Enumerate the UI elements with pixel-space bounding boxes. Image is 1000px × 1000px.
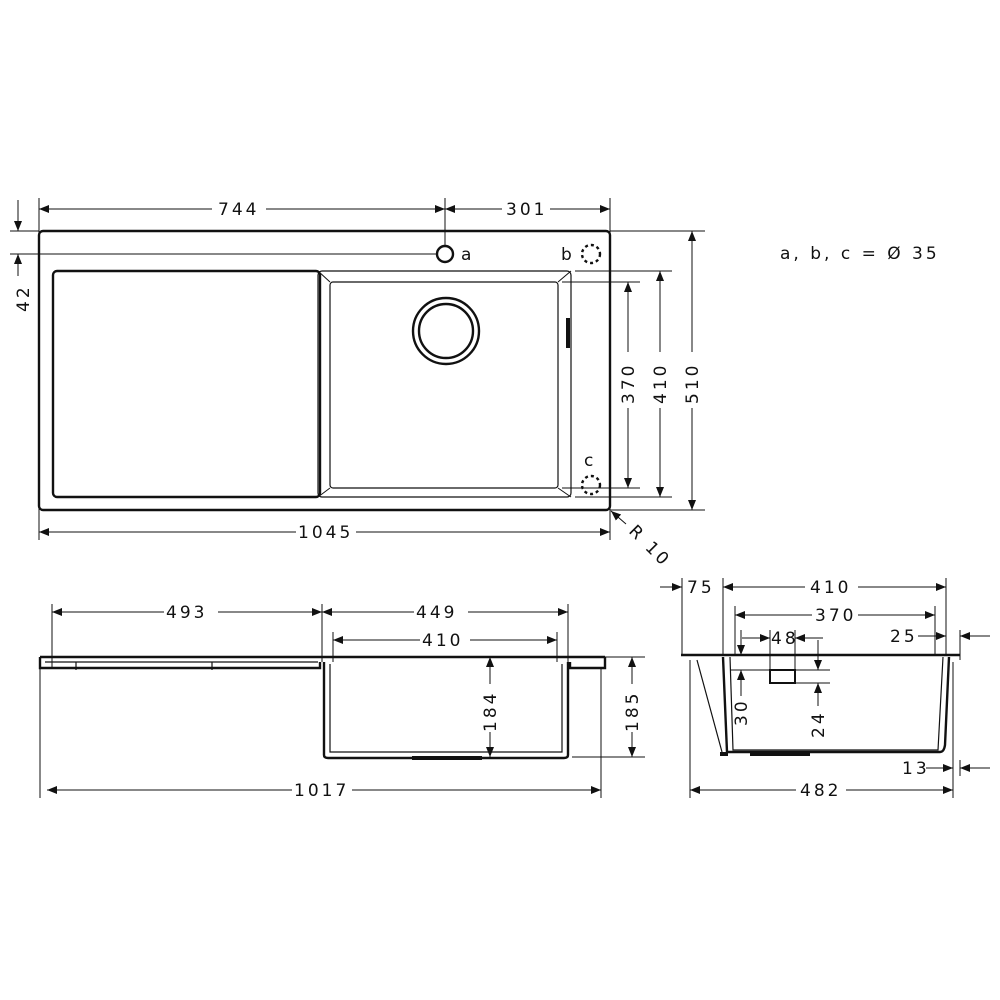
bowl-outer bbox=[317, 270, 572, 498]
side-view: 75 410 370 48 25 30 24 13 482 bbox=[660, 578, 990, 801]
drainboard bbox=[51, 269, 322, 499]
dim-48: 48 bbox=[771, 629, 799, 649]
dim-482: 482 bbox=[800, 781, 841, 801]
label-a: a bbox=[461, 245, 474, 265]
dim-493: 493 bbox=[166, 603, 207, 623]
dim-370: 370 bbox=[619, 363, 639, 404]
dim-30: 30 bbox=[732, 698, 752, 726]
dim-24: 24 bbox=[809, 710, 829, 738]
dim-25: 25 bbox=[890, 627, 918, 647]
dim-744: 744 bbox=[218, 200, 259, 220]
label-c: c bbox=[584, 451, 596, 471]
dim-1045: 1045 bbox=[298, 523, 353, 543]
sink-outline bbox=[37, 229, 612, 512]
top-view: a b c 744 301 42 370 410 510 1045 R 10 bbox=[10, 198, 705, 571]
tap-hole-a bbox=[435, 244, 455, 264]
dim-185: 185 bbox=[623, 691, 643, 732]
dim-410-side: 410 bbox=[810, 578, 851, 598]
dim-410-front: 410 bbox=[422, 631, 463, 651]
dim-301: 301 bbox=[506, 200, 547, 220]
dim-370-side: 370 bbox=[815, 606, 856, 626]
dim-184: 184 bbox=[481, 691, 501, 732]
dim-r10: R 10 bbox=[624, 521, 674, 571]
dim-410: 410 bbox=[651, 363, 671, 404]
dim-510: 510 bbox=[683, 363, 703, 404]
dim-1017: 1017 bbox=[294, 781, 349, 801]
dim-42: 42 bbox=[14, 284, 34, 312]
tap-hole-b bbox=[580, 243, 602, 265]
tap-hole-c bbox=[580, 474, 602, 496]
dim-13: 13 bbox=[902, 759, 930, 779]
bowl-inner bbox=[329, 281, 559, 489]
waste-outlet bbox=[411, 296, 481, 366]
label-b: b bbox=[561, 245, 575, 265]
front-view: 493 449 410 184 185 1017 bbox=[38, 603, 645, 801]
diameter-note: a, b, c = Ø 35 bbox=[780, 244, 940, 264]
dim-75: 75 bbox=[687, 578, 715, 598]
dim-449: 449 bbox=[416, 603, 457, 623]
